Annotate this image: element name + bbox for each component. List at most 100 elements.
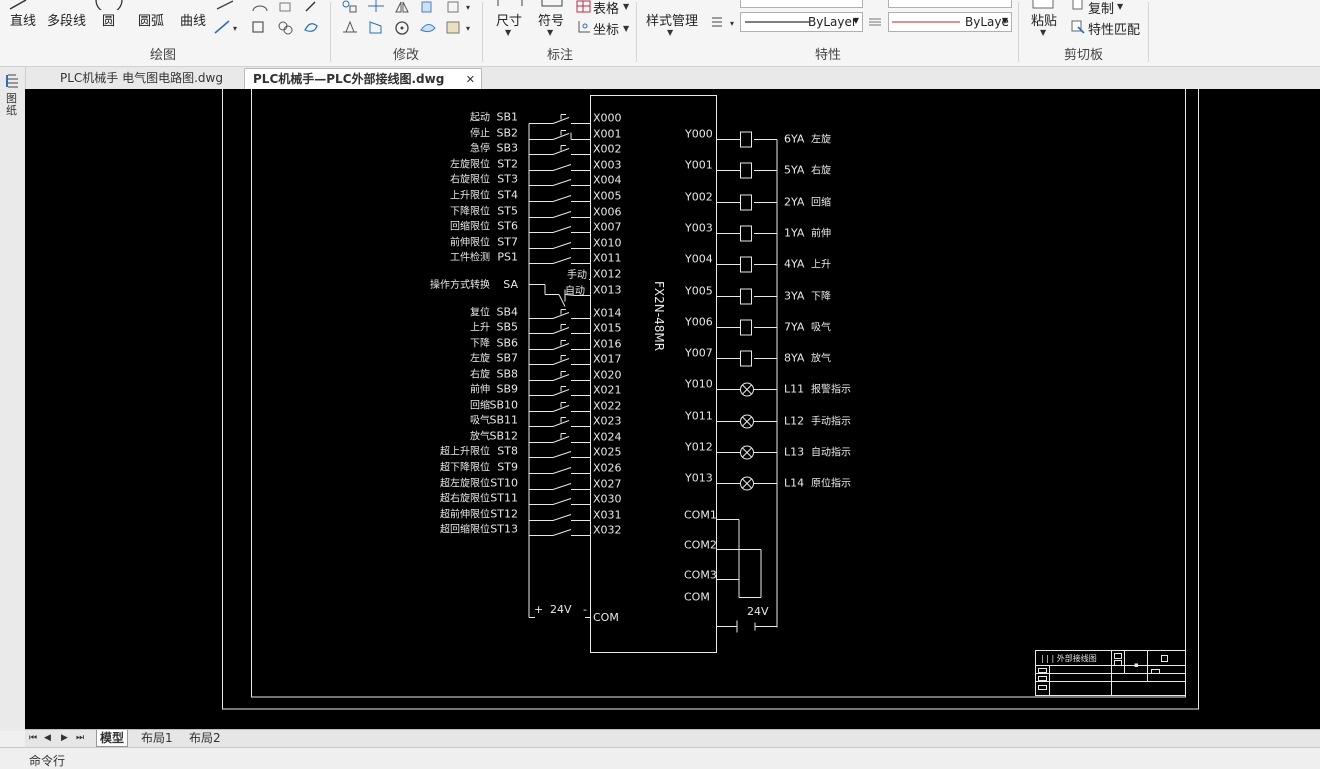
input-code: ST8	[497, 445, 518, 458]
layout-nav-first[interactable]: ⏮	[29, 733, 38, 743]
input-code: SB4	[496, 306, 518, 319]
limit-switch-contact	[552, 529, 572, 536]
indicator-lamp	[740, 445, 754, 460]
array-icon[interactable]: ▾	[444, 0, 478, 14]
symbol-icon[interactable]	[538, 0, 568, 10]
input-address: X026	[593, 462, 622, 475]
tab-electrical-diagram[interactable]: PLC机械手 电气图电路图.dwg	[60, 71, 223, 85]
scale-icon[interactable]	[418, 18, 438, 36]
ribbon-separator	[636, 2, 637, 62]
input-code: ST4	[497, 189, 518, 202]
sheet-set-icon[interactable]	[5, 73, 21, 89]
lamp-cross	[742, 384, 752, 395]
cad-drawing[interactable]: FX2N-48MRX000SB1起动X001SB2停止X002SB3急停X003…	[25, 89, 1320, 729]
input-code: SB5	[496, 321, 518, 334]
linetype-preview	[745, 21, 809, 23]
circle-tool[interactable]: 圆	[102, 14, 116, 29]
ellipse-icon[interactable]	[250, 0, 270, 12]
symbol-tool[interactable]: 符号	[538, 14, 565, 29]
input-description: 急停	[470, 142, 490, 155]
paste-icon[interactable]	[1030, 0, 1058, 10]
output-description: 右旋	[811, 164, 831, 177]
input-supply-plus: +	[534, 603, 543, 616]
style-manager-dropdown[interactable]: ▼	[667, 28, 674, 37]
input-code: ST3	[497, 173, 518, 186]
curve-tool[interactable]: 曲线	[180, 14, 207, 29]
input-description: 起动	[470, 112, 490, 124]
pick-icon[interactable]	[302, 0, 320, 12]
group-clipboard-label: 剪切板	[1064, 48, 1104, 63]
table-icon[interactable]	[576, 0, 592, 14]
rotate-icon[interactable]	[392, 18, 412, 36]
input-description: 右旋	[470, 368, 490, 381]
line-tool[interactable]: 直线	[10, 14, 37, 29]
hatch-icon[interactable]	[276, 18, 294, 36]
copy-dropdown[interactable]: ▼	[1117, 2, 1124, 11]
table-tool[interactable]: 表格	[593, 2, 620, 17]
output-address: Y004	[684, 253, 713, 266]
circle-icon[interactable]	[94, 0, 124, 10]
match-properties-button[interactable]: 特性匹配	[1088, 23, 1141, 38]
paste-button[interactable]: 粘贴	[1031, 14, 1058, 29]
lineweight-top-select[interactable]	[888, 0, 1012, 8]
output-description: 下降	[811, 290, 831, 303]
paste-dropdown[interactable]: ▼	[1040, 28, 1047, 37]
layout-nav-next[interactable]: ▶	[61, 733, 68, 743]
layout-nav-last[interactable]: ⏭	[76, 733, 85, 743]
copy-obj-icon[interactable]	[418, 0, 438, 14]
input-description: 复位	[470, 306, 490, 319]
arc-tool[interactable]: 圆弧	[138, 14, 165, 29]
construction-line-icon[interactable]: ▾	[213, 18, 243, 36]
polyline-tool[interactable]: 多段线	[47, 14, 87, 29]
copy-icon[interactable]	[1070, 0, 1086, 14]
line-icon[interactable]	[6, 0, 36, 10]
move-icon[interactable]	[340, 0, 360, 14]
trim-icon[interactable]	[366, 0, 386, 14]
command-line[interactable]: 命令行	[0, 747, 1320, 769]
spline-icon[interactable]	[215, 0, 240, 10]
match-properties-icon[interactable]	[1070, 19, 1086, 35]
sheet-set-label[interactable]: 图纸	[6, 92, 17, 117]
point-icon[interactable]	[276, 0, 296, 12]
table-dropdown[interactable]: ▼	[623, 2, 630, 11]
coordinate-tool[interactable]: 坐标	[593, 23, 620, 38]
coordinate-dropdown[interactable]: ▼	[623, 24, 630, 33]
linetype-top-select[interactable]	[740, 0, 863, 8]
style-manager-button[interactable]: 样式管理	[646, 14, 699, 29]
tab-plc-wiring[interactable]: PLC机械手—PLC外部接线图.dwg ✕	[244, 68, 482, 89]
linetype-select[interactable]: ByLayer ▼	[740, 12, 863, 32]
stretch-icon[interactable]	[340, 18, 360, 36]
input-address: X030	[593, 493, 622, 506]
layout-tab-2[interactable]: 布局2	[189, 731, 221, 745]
list-icon[interactable]: ▾	[710, 14, 738, 30]
input-code: ST9	[497, 461, 518, 474]
input-description: 前伸	[470, 383, 490, 396]
layout-nav-prev[interactable]: ◀	[44, 733, 51, 743]
output-address: Y001	[684, 159, 713, 172]
lineweight-icon[interactable]	[867, 14, 885, 30]
copy-button[interactable]: 复制	[1088, 2, 1115, 17]
properties-edit-icon[interactable]: ▾	[444, 18, 478, 36]
close-icon[interactable]: ✕	[465, 73, 475, 86]
layout-tab-1[interactable]: 布局1	[141, 731, 173, 745]
input-description: 超前伸限位	[440, 508, 490, 521]
dimension-icon[interactable]	[496, 0, 526, 10]
layout-tab-model[interactable]: 模型	[96, 730, 129, 747]
symbol-dropdown[interactable]: ▼	[547, 28, 554, 37]
rectangle-icon[interactable]	[250, 18, 266, 36]
output-description: 自动指示	[811, 446, 851, 459]
lamp-cross	[742, 447, 752, 458]
mirror-icon[interactable]	[392, 0, 412, 14]
dimension-tool[interactable]: 尺寸	[496, 14, 523, 29]
indicator-lamp	[740, 382, 754, 397]
dimension-dropdown[interactable]: ▼	[505, 28, 512, 37]
output-description: 报警指示	[811, 383, 851, 396]
region-icon[interactable]	[302, 18, 320, 36]
lineweight-select[interactable]: ByLaye ▼	[888, 12, 1012, 32]
input-code: ST13	[490, 523, 518, 536]
svg-text:▾: ▾	[233, 24, 237, 33]
coordinate-icon[interactable]	[576, 19, 592, 35]
offset-icon[interactable]	[366, 18, 386, 36]
ribbon-separator	[330, 2, 331, 62]
